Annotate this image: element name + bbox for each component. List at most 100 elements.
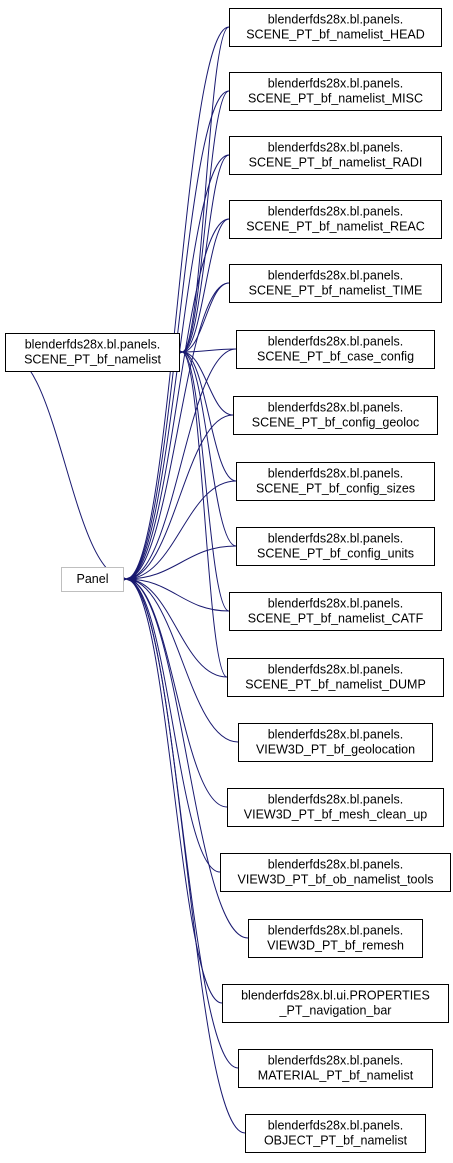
node-box (229, 592, 442, 631)
node-panel[interactable]: Panel (61, 567, 124, 592)
edge-case_config-to-panel (125, 348, 237, 580)
node-label-line-2: SCENE_PT_bf_namelist_TIME (249, 284, 423, 298)
edge-config_geoloc-to-panel (125, 414, 234, 580)
node-namelist-time[interactable]: blenderfds28x.bl.panels.SCENE_PT_bf_name… (229, 264, 442, 303)
node-label-line-1: blenderfds28x.bl.panels. (268, 205, 404, 219)
node-box (238, 1049, 433, 1088)
node-box (236, 527, 435, 566)
node-label-line-1: blenderfds28x.bl.panels. (268, 1054, 404, 1068)
node-label-line-1: blenderfds28x.bl.panels. (268, 401, 404, 415)
node-label-line-1: blenderfds28x.bl.ui.PROPERTIES (241, 989, 430, 1003)
node-label-line-1: blenderfds28x.bl.panels. (268, 663, 404, 677)
node-label-line-1: blenderfds28x.bl.panels. (268, 728, 404, 742)
node-case-config[interactable]: blenderfds28x.bl.panels.SCENE_PT_bf_case… (236, 330, 435, 369)
node-scene-namelist[interactable]: blenderfds28x.bl.panels.SCENE_PT_bf_name… (5, 333, 180, 372)
node-namelist-catf[interactable]: blenderfds28x.bl.panels.SCENE_PT_bf_name… (229, 592, 442, 631)
edge-namelist_head-to-panel (125, 26, 230, 580)
node-view3d-ob-namelist-tools[interactable]: blenderfds28x.bl.panels.VIEW3D_PT_bf_ob_… (220, 853, 451, 892)
node-box (229, 200, 442, 239)
node-label-line-1: blenderfds28x.bl.panels. (268, 858, 404, 872)
node-label-line-1: blenderfds28x.bl.panels. (268, 141, 404, 155)
node-config-sizes[interactable]: blenderfds28x.bl.panels.SCENE_PT_bf_conf… (236, 462, 435, 501)
node-label-line-1: blenderfds28x.bl.panels. (268, 467, 404, 481)
node-label-line-2: SCENE_PT_bf_config_sizes (256, 482, 415, 496)
edge-object_namelist-to-panel (125, 578, 246, 1134)
node-namelist-misc[interactable]: blenderfds28x.bl.panels.SCENE_PT_bf_name… (229, 72, 442, 111)
edge-namelist_head-to-scene_namelist (181, 26, 230, 353)
node-properties-navigation-bar[interactable]: blenderfds28x.bl.ui.PROPERTIES_PT_naviga… (222, 984, 449, 1023)
node-box (222, 984, 449, 1023)
node-view3d-remesh[interactable]: blenderfds28x.bl.panels.VIEW3D_PT_bf_rem… (248, 919, 423, 958)
edge-namelist_dump-to-panel (125, 578, 228, 678)
edge-namelist_reac-to-panel (125, 218, 230, 580)
node-view3d-mesh-clean-up[interactable]: blenderfds28x.bl.panels.VIEW3D_PT_bf_mes… (227, 788, 444, 827)
node-material-namelist[interactable]: blenderfds28x.bl.panels.MATERIAL_PT_bf_n… (238, 1049, 433, 1088)
edge-namelist_misc-to-scene_namelist (181, 90, 230, 353)
node-namelist-dump[interactable]: blenderfds28x.bl.panels.SCENE_PT_bf_name… (227, 658, 444, 697)
node-label-line-1: blenderfds28x.bl.panels. (268, 597, 404, 611)
edge-view3d_mesh_clean_up-to-panel (125, 578, 228, 808)
edge-namelist_dump-to-scene_namelist (181, 351, 228, 678)
node-label-line-2: VIEW3D_PT_bf_ob_namelist_tools (238, 873, 434, 887)
node-box (233, 396, 438, 435)
node-label-line-2: SCENE_PT_bf_namelist (24, 353, 161, 367)
edge-properties_navigation_bar-to-panel (125, 578, 223, 1004)
node-label-line-2: SCENE_PT_bf_namelist_CATF (248, 612, 424, 626)
node-box (236, 462, 435, 501)
edge-config_units-to-panel (125, 545, 237, 580)
node-box (61, 567, 124, 592)
node-box (245, 1114, 426, 1153)
nodes-layer: blenderfds28x.bl.panels.SCENE_PT_bf_name… (5, 8, 451, 1153)
node-namelist-radi[interactable]: blenderfds28x.bl.panels.SCENE_PT_bf_name… (229, 136, 442, 175)
node-box (236, 330, 435, 369)
node-label-line-1: blenderfds28x.bl.panels. (268, 77, 404, 91)
node-box (229, 8, 442, 47)
node-label-line-2: SCENE_PT_bf_namelist_REAC (246, 220, 425, 234)
node-label-line-1: blenderfds28x.bl.panels. (268, 793, 404, 807)
node-box (229, 72, 442, 111)
edge-case_config-to-scene_namelist (181, 348, 237, 353)
node-label-line-1: blenderfds28x.bl.panels. (268, 335, 404, 349)
node-label-line-2: MATERIAL_PT_bf_namelist (258, 1069, 414, 1083)
node-config-geoloc[interactable]: blenderfds28x.bl.panels.SCENE_PT_bf_conf… (233, 396, 438, 435)
node-label-line-1: blenderfds28x.bl.panels. (268, 269, 404, 283)
node-label-line-2: SCENE_PT_bf_namelist_MISC (248, 92, 423, 106)
node-config-units[interactable]: blenderfds28x.bl.panels.SCENE_PT_bf_conf… (236, 527, 435, 566)
node-box (229, 264, 442, 303)
edge-namelist_time-to-panel (125, 282, 230, 580)
node-label-line-2: VIEW3D_PT_bf_geolocation (256, 743, 415, 757)
node-label-line-1: blenderfds28x.bl.panels. (268, 13, 404, 27)
node-box (227, 788, 444, 827)
node-label-line-2: _PT_navigation_bar (279, 1004, 392, 1018)
node-label-line-2: SCENE_PT_bf_namelist_DUMP (245, 678, 426, 692)
edge-config_geoloc-to-scene_namelist (181, 351, 234, 416)
node-namelist-reac[interactable]: blenderfds28x.bl.panels.SCENE_PT_bf_name… (229, 200, 442, 239)
edge-namelist_catf-to-scene_namelist (181, 351, 230, 612)
node-label-line-1: blenderfds28x.bl.panels. (25, 338, 161, 352)
edge-config_units-to-scene_namelist (181, 351, 237, 547)
edge-view3d_ob_namelist_tools-to-panel (125, 578, 221, 873)
node-label-line-2: SCENE_PT_bf_case_config (257, 350, 414, 364)
node-label-line-1: Panel (77, 572, 109, 586)
edge-config_sizes-to-panel (125, 480, 237, 580)
node-box (5, 333, 180, 372)
node-box (220, 853, 451, 892)
node-label-line-2: OBJECT_PT_bf_namelist (264, 1134, 408, 1148)
node-label-line-2: SCENE_PT_bf_config_geoloc (252, 416, 419, 430)
node-namelist-head[interactable]: blenderfds28x.bl.panels.SCENE_PT_bf_name… (229, 8, 442, 47)
node-object-namelist[interactable]: blenderfds28x.bl.panels.OBJECT_PT_bf_nam… (245, 1114, 426, 1153)
node-label-line-2: VIEW3D_PT_bf_remesh (267, 939, 404, 953)
edges-layer (4, 26, 249, 1134)
node-view3d-geolocation[interactable]: blenderfds28x.bl.panels.VIEW3D_PT_bf_geo… (238, 723, 433, 762)
edge-config_sizes-to-scene_namelist (181, 351, 237, 482)
node-label-line-1: blenderfds28x.bl.panels. (268, 924, 404, 938)
node-label-line-1: blenderfds28x.bl.panels. (268, 532, 404, 546)
node-label-line-2: SCENE_PT_bf_config_units (257, 547, 414, 561)
node-label-line-2: VIEW3D_PT_bf_mesh_clean_up (244, 808, 427, 822)
node-box (227, 658, 444, 697)
edge-view3d_remesh-to-panel (125, 578, 249, 939)
edge-scene_namelist-to-panel (4, 351, 127, 580)
node-label-line-2: SCENE_PT_bf_namelist_HEAD (246, 28, 425, 42)
node-box (238, 723, 433, 762)
